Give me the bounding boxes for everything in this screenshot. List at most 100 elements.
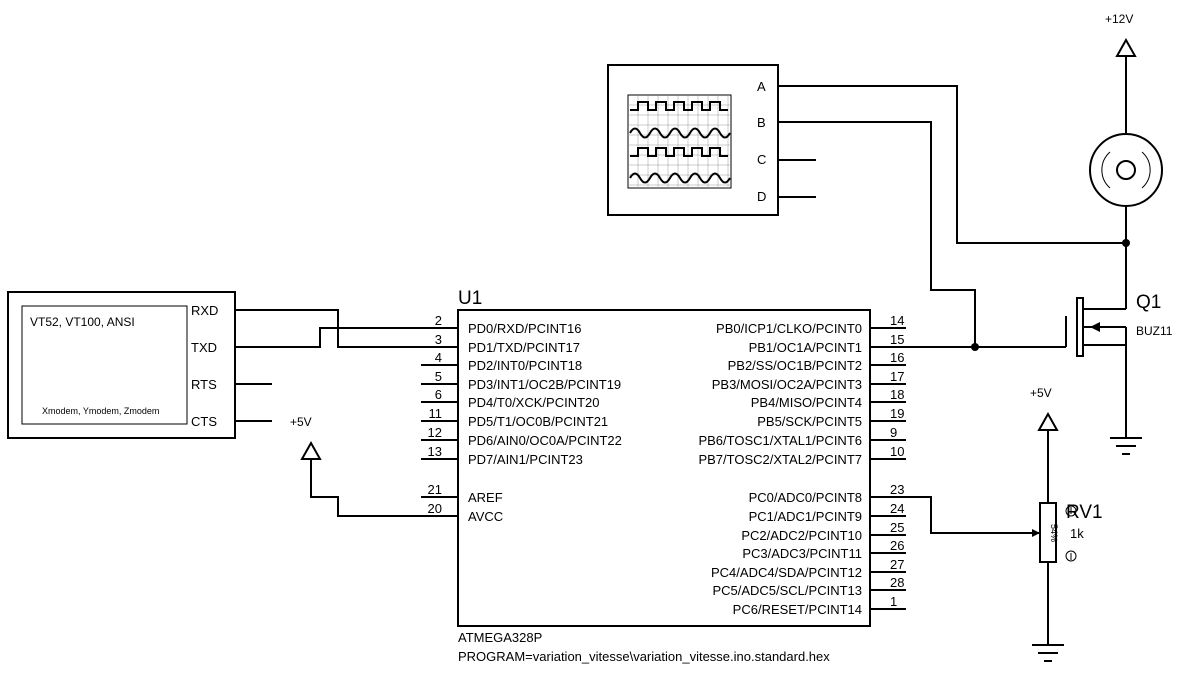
terminal-title: VT52, VT100, ANSI [30, 315, 135, 329]
oscilloscope-channel-c: C [757, 152, 766, 167]
potentiometer-value: 1k [1070, 526, 1084, 541]
ground-pot-icon [1032, 644, 1064, 662]
mcu-pin-number: 27 [890, 557, 904, 572]
mcu-pin-number: 12 [428, 425, 442, 440]
mcu-pin-number: 14 [890, 313, 904, 328]
oscilloscope[interactable]: A B C D [607, 64, 816, 216]
power-arrow-icon [300, 440, 322, 460]
mcu-pin-number: 28 [890, 575, 904, 590]
mcu-pin-label: PD2/INT0/PCINT18 [468, 358, 582, 373]
power-12v-label: +12V [1105, 12, 1133, 26]
mcu-pin-label: PC5/ADC5/SCL/PCINT13 [712, 583, 862, 598]
mcu-pin-label: PC2/ADC2/PCINT10 [741, 528, 862, 543]
mcu-pin-label: PB5/SCK/PCINT5 [757, 414, 862, 429]
mcu-pin-label: PB6/TOSC1/XTAL1/PCINT6 [698, 433, 862, 448]
mcu-pin-label: PC4/ADC4/SDA/PCINT12 [711, 565, 862, 580]
mcu-part-name: ATMEGA328P [458, 630, 542, 645]
junction-pwm [971, 343, 979, 351]
potentiometer-rv1[interactable]: +5V 54% RV1 1k [1030, 386, 1103, 645]
mcu-pin-number: 23 [890, 482, 904, 497]
pot-increment-icon[interactable] [1065, 505, 1077, 517]
mcu-pin-number: 15 [890, 332, 904, 347]
mcu-pin-label: PB7/TOSC2/XTAL2/PCINT7 [698, 452, 862, 467]
mcu-pin-number: 6 [435, 387, 442, 402]
mcu-ref: U1 [458, 288, 482, 309]
mcu-pin-number: 4 [435, 350, 442, 365]
oscilloscope-channel-b: B [757, 115, 766, 130]
mcu-pin-label: PD0/RXD/PCINT16 [468, 321, 581, 336]
ground-q1-icon [1110, 437, 1142, 455]
mcu-body [457, 309, 871, 627]
mcu-pin-number: 5 [435, 369, 442, 384]
terminal-footer: Xmodem, Ymodem, Zmodem [42, 406, 159, 416]
mcu-pin-label: PB3/MOSI/OC2A/PCINT3 [712, 377, 862, 392]
oscilloscope-box [607, 64, 779, 216]
oscilloscope-trace-a [630, 101, 728, 111]
terminal-pin-cts: CTS [191, 414, 217, 429]
motor-arc-left [1101, 151, 1111, 189]
mcu-program: PROGRAM=variation_vitesse\variation_vite… [458, 649, 830, 664]
mcu-pin-number: 21 [428, 482, 442, 497]
mcu-pin-label: PD4/T0/XCK/PCINT20 [468, 395, 600, 410]
terminal-screen [21, 305, 188, 425]
mcu-pin-label: PC3/ADC3/PCINT11 [742, 546, 862, 561]
motor-arc-right [1141, 151, 1151, 189]
mcu-pin-label: PD3/INT1/OC2B/PCINT19 [468, 377, 621, 392]
power-12v-arrow-icon [1115, 37, 1137, 57]
mcu-pin-label: PD1/TXD/PCINT17 [468, 340, 580, 355]
terminal-outer-box [7, 291, 236, 439]
wire-avcc [310, 459, 421, 517]
mcu-pin-number: 26 [890, 538, 904, 553]
mcu-pin-number: 25 [890, 520, 904, 535]
pot-decrement-icon[interactable] [1065, 550, 1077, 562]
oscilloscope-channel-d: D [757, 189, 766, 204]
mosfet-q1[interactable]: Q1 BUZ11 [1065, 292, 1173, 438]
oscilloscope-trace-c [630, 147, 728, 157]
mosfet-ref: Q1 [1136, 292, 1161, 313]
mcu-pin-number: 18 [890, 387, 904, 402]
junction-motor [1122, 239, 1130, 247]
wire-scope-a-to-motor [778, 85, 1126, 244]
virtual-terminal[interactable]: VT52, VT100, ANSI Xmodem, Ymodem, Zmodem… [7, 291, 272, 439]
power-5v-label: +5V [290, 415, 312, 429]
mosfet-source [1083, 327, 1127, 346]
mcu-pin-number: 24 [890, 501, 904, 516]
mcu-pin-number: 3 [435, 332, 442, 347]
mcu-pin-label: PB0/ICP1/CLKO/PCINT0 [716, 321, 862, 336]
oscilloscope-trace-b [629, 127, 731, 139]
wire-pc0-to-wiper [906, 496, 1040, 534]
mosfet-part: BUZ11 [1136, 324, 1173, 338]
terminal-pin-rxd: RXD [191, 303, 218, 318]
wire-txd-to-pd0 [272, 327, 421, 348]
oscilloscope-trace-d [629, 172, 731, 184]
mcu-pin-label: PD7/AIN1/PCINT23 [468, 452, 583, 467]
mcu-pin-label: PB2/SS/OC1B/PCINT2 [728, 358, 862, 373]
mcu-pin-label: AREF [468, 490, 503, 505]
mcu-pin-label: PC1/ADC1/PCINT9 [749, 509, 862, 524]
terminal-pin-txd: TXD [191, 340, 217, 355]
mcu-pin-label: PC6/RESET/PCINT14 [733, 602, 862, 617]
oscilloscope-channel-a: A [757, 79, 766, 94]
mcu-pin-label: PD5/T1/OC0B/PCINT21 [468, 414, 608, 429]
mcu-pin-number: 20 [428, 501, 442, 516]
mcu-pin-label: PB1/OC1A/PCINT1 [749, 340, 862, 355]
motor-icon [1089, 133, 1163, 207]
mcu-pin-number: 9 [890, 425, 897, 440]
mcu-pin-label: PB4/MISO/PCINT4 [751, 395, 862, 410]
mosfet-arrow-icon [1090, 322, 1100, 332]
dc-motor[interactable] [1089, 133, 1163, 207]
mcu-pin-label: AVCC [468, 509, 503, 524]
power-5v-pot-label: +5V [1030, 386, 1052, 400]
mcu-pin-number: 10 [890, 444, 904, 459]
mcu-pin-number: 11 [429, 406, 443, 421]
mcu-pin-label: PD6/AIN0/OC0A/PCINT22 [468, 433, 622, 448]
oscilloscope-grid [628, 95, 731, 188]
mcu-pin-number: 2 [435, 313, 442, 328]
mcu-pin-number: 17 [890, 369, 904, 384]
mosfet-channel [1076, 297, 1084, 357]
mcu-pin-number: 13 [428, 444, 442, 459]
